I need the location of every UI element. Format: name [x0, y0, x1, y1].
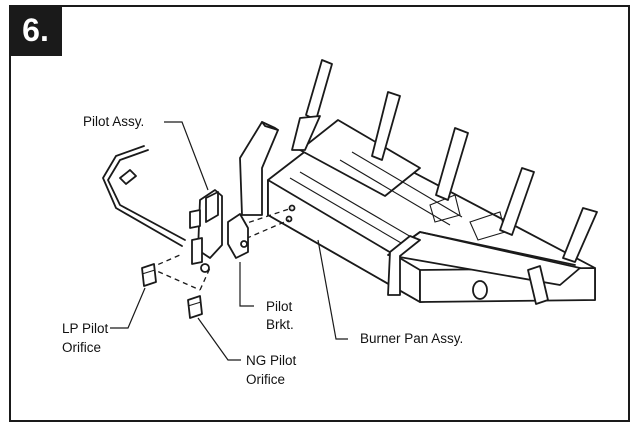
lp-orifice-label-line1: LP Pilot	[62, 321, 109, 336]
burner-pan-assy-label: Burner Pan Assy.	[360, 331, 464, 346]
step-number-badge: 6.	[9, 5, 62, 56]
pilot-tubing	[102, 145, 186, 247]
grate-uprights	[291, 59, 598, 263]
diagram-frame	[9, 5, 630, 422]
front-bar	[387, 235, 549, 305]
pilot-bracket	[227, 213, 249, 259]
ng-orifice-label-line1: NG Pilot	[246, 353, 297, 368]
ng-pilot-orifice	[187, 295, 203, 319]
pilot-brkt-label-line1: Pilot	[266, 299, 293, 314]
front-arch	[239, 121, 279, 216]
lp-pilot-orifice	[141, 263, 157, 287]
ng-orifice-label-line2: Orifice	[246, 372, 286, 387]
pilot-assy-label: Pilot Assy.	[83, 114, 145, 129]
lp-orifice-label-line2: Orifice	[62, 340, 102, 355]
leader-lines	[110, 121, 348, 361]
pilot-assembly	[189, 189, 223, 273]
pilot-brkt-label-line2: Brkt.	[266, 317, 294, 332]
